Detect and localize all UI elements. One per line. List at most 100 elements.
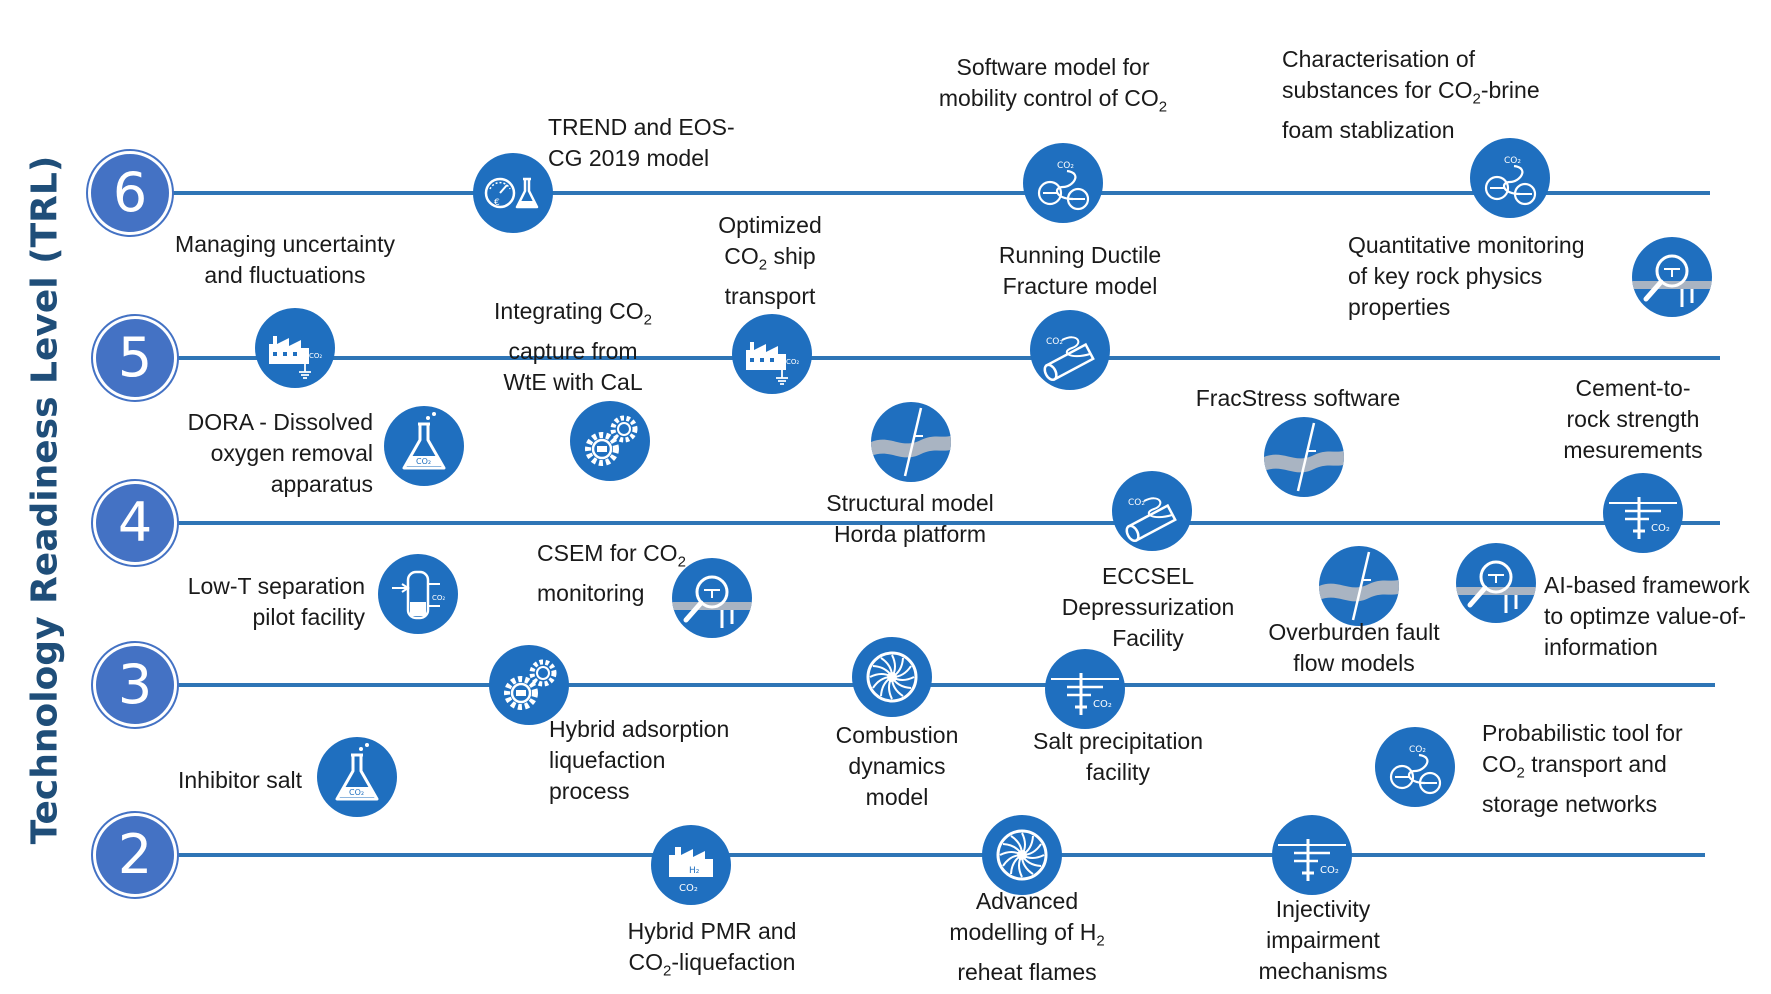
label-line: modelling of H2 — [949, 919, 1105, 950]
svg-text:CO₂: CO₂ — [1409, 745, 1426, 755]
label-line: FracStress software — [1195, 385, 1401, 411]
trl-level-3: 3 — [93, 643, 177, 727]
label-line: CG 2019 model — [548, 145, 710, 171]
turbine-icon — [852, 637, 932, 717]
svg-text:€: € — [494, 198, 500, 208]
label-line: ECCSEL — [1101, 563, 1195, 589]
label-line: CSEM for CO2 — [537, 540, 686, 571]
technology-label: FracStress software — [1196, 383, 1401, 414]
label-line: facility — [1086, 759, 1150, 785]
flask-co2-icon: CO₂ — [317, 737, 397, 817]
label-line: CO2 ship — [724, 243, 816, 274]
magnifier-rock-icon — [672, 558, 752, 638]
technology-label: TREND and EOS-CG 2019 model — [548, 112, 735, 174]
label-line: Hybrid PMR and — [627, 918, 797, 944]
wellbore-co2-icon: CO₂ — [1603, 473, 1683, 553]
trl-line-5 — [135, 356, 1720, 360]
trl-level-2: 2 — [93, 813, 177, 897]
svg-text:CO₂: CO₂ — [1093, 699, 1112, 710]
svg-text:CO₂: CO₂ — [309, 352, 322, 360]
label-line: Facility — [1112, 625, 1184, 651]
label-line: process — [549, 778, 630, 804]
svg-text:CO₂: CO₂ — [679, 883, 698, 894]
technology-label: Overburden fault flow models — [1268, 617, 1439, 679]
svg-text:CO₂: CO₂ — [786, 358, 799, 366]
svg-text:H₂: H₂ — [689, 866, 700, 876]
magnifier-rock-icon — [1632, 237, 1712, 317]
svg-text:CO₂: CO₂ — [416, 457, 431, 466]
technology-label: Inhibitor salt — [178, 765, 302, 796]
label-line: liquefaction — [549, 747, 666, 773]
magnifier-rock-icon — [1456, 543, 1536, 623]
label-line: of key rock physics — [1348, 263, 1543, 289]
svg-text:CO₂: CO₂ — [1128, 498, 1145, 508]
wellbore-co2-icon: CO₂ — [1045, 649, 1125, 729]
label-line: properties — [1348, 294, 1451, 320]
label-line: AI-based framework — [1544, 572, 1750, 598]
co2-network-icon: CO₂ — [1470, 138, 1550, 218]
svg-text:CO₂: CO₂ — [1057, 161, 1074, 171]
svg-text:CO₂: CO₂ — [1504, 156, 1521, 166]
label-line: Structural model — [826, 490, 994, 516]
label-line: to optimze value-of- — [1544, 603, 1746, 629]
wellbore-co2-icon: CO₂ — [1272, 815, 1352, 895]
trl-line-4 — [135, 521, 1720, 525]
svg-text:CO₂: CO₂ — [1651, 523, 1670, 534]
technology-label: Quantitative monitoring of key rock physi… — [1348, 230, 1585, 323]
gears-icon — [570, 401, 650, 481]
label-line: rock strength — [1566, 406, 1700, 432]
label-line: impairment — [1266, 927, 1380, 953]
svg-text:CO₂: CO₂ — [349, 788, 364, 797]
label-line: Depressurization — [1061, 594, 1235, 620]
label-line: Integrating CO2 — [494, 298, 652, 329]
label-line: pilot facility — [252, 604, 365, 630]
label-line: mechanisms — [1258, 958, 1388, 984]
label-line: Combustion — [835, 722, 959, 748]
label-line: and fluctuations — [204, 262, 366, 288]
label-line: dynamics — [848, 753, 946, 779]
svg-text:CO₂: CO₂ — [1046, 337, 1063, 347]
label-line: substances for CO2-brine — [1282, 77, 1540, 108]
label-line: Quantitative monitoring — [1348, 232, 1585, 258]
label-line: CO2 transport and — [1482, 751, 1667, 782]
svg-text:CO₂: CO₂ — [432, 594, 445, 602]
gears-icon — [489, 645, 569, 725]
label-line: Software model for — [956, 54, 1150, 80]
label-line: transport — [724, 282, 816, 309]
label-line: Salt precipitation — [1032, 728, 1204, 754]
label-line: DORA - Dissolved — [187, 409, 373, 435]
label-line: Inhibitor salt — [177, 767, 302, 793]
label-line: Fracture model — [1002, 273, 1158, 299]
label-line: flow models — [1293, 650, 1415, 676]
technology-label: Salt precipitation facility — [1033, 726, 1203, 788]
label-line: storage networks — [1482, 790, 1658, 817]
label-line: capture from — [508, 337, 638, 364]
fault-layer-icon — [871, 402, 951, 482]
turbine-icon — [982, 815, 1062, 895]
label-line: Horda platform — [833, 521, 987, 547]
label-line: CO2-liquefaction — [628, 949, 796, 980]
label-line: Probabilistic tool for — [1482, 720, 1683, 746]
co2-network-icon: CO₂ — [1023, 143, 1103, 223]
fault-layer-icon — [1264, 417, 1344, 497]
label-line: Optimized — [718, 212, 822, 238]
label-line: Overburden fault — [1268, 619, 1440, 645]
separator-vessel-icon: CO₂ — [378, 554, 458, 634]
factory-h2-icon: H₂ CO₂ — [651, 825, 731, 905]
